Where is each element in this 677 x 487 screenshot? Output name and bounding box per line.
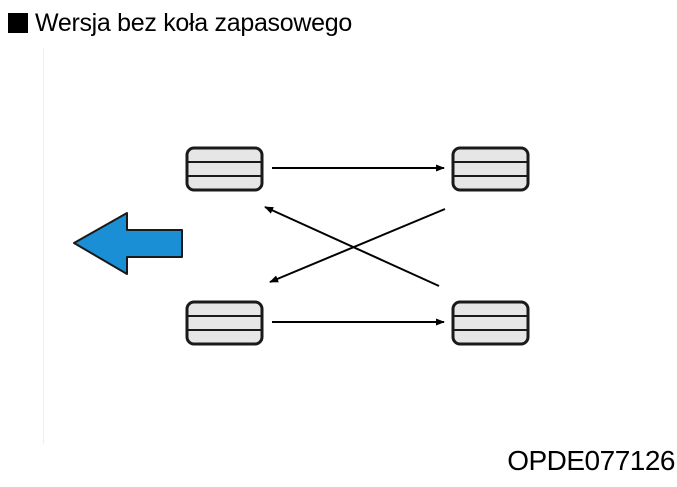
tire-front-right	[451, 146, 530, 192]
arrow-front-right-to-rear-left	[269, 208, 446, 283]
page-title: Wersja bez koła zapasowego	[35, 8, 352, 37]
tire-rear-left	[185, 300, 264, 346]
header: Wersja bez koła zapasowego	[8, 6, 352, 40]
arrow-rear-right-to-front-left	[264, 206, 440, 287]
bullet-square-icon	[8, 13, 28, 33]
tire-front-left	[185, 146, 264, 192]
figure-code: OPDE077126	[507, 445, 675, 476]
tire-rear-right	[451, 300, 530, 346]
direction-arrow-icon	[73, 212, 183, 275]
